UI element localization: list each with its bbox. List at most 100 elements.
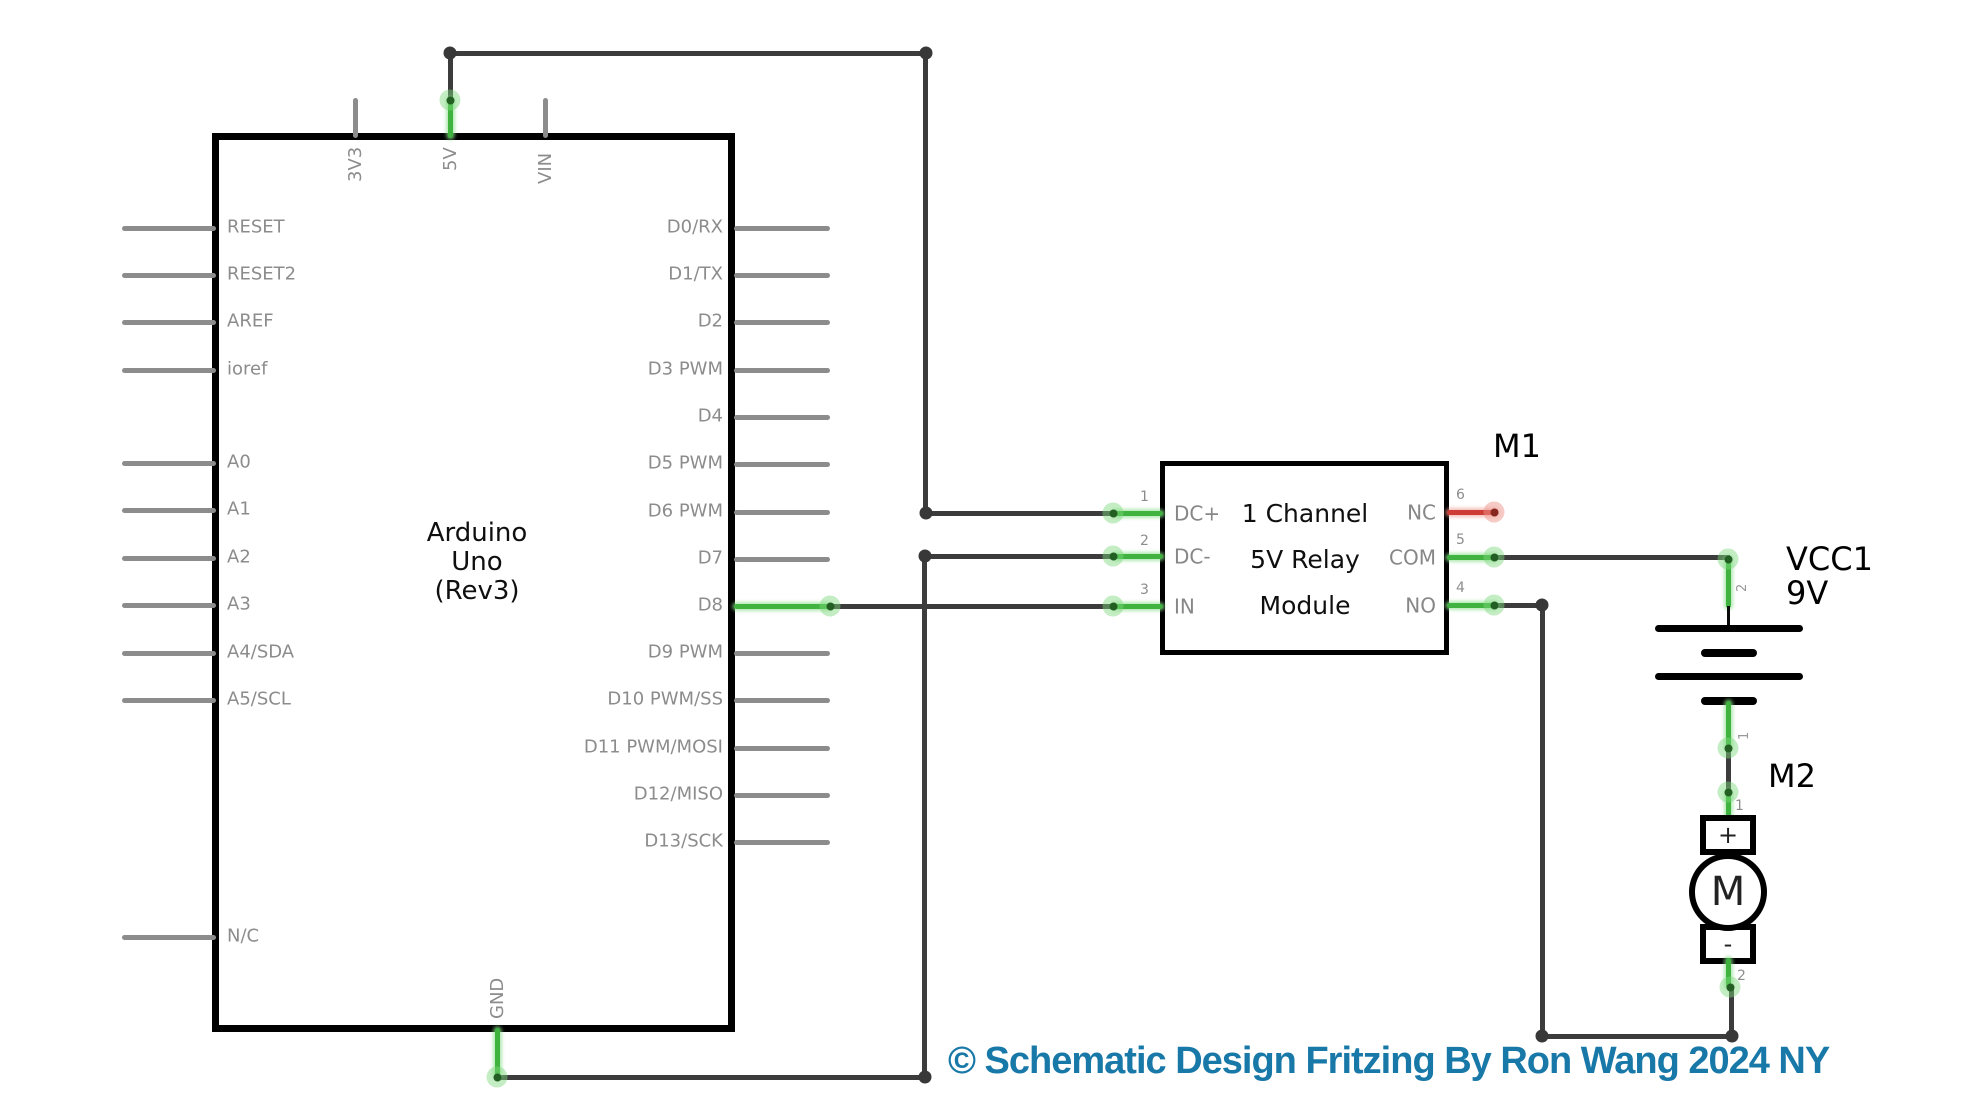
bendpoint[interactable]: [1535, 1029, 1549, 1043]
wire-endpoint[interactable]: [1717, 737, 1739, 759]
arduino-pin-reset[interactable]: [122, 226, 216, 231]
arduino-pin-a3[interactable]: [122, 603, 216, 608]
relay-pin-dcminus[interactable]: [1113, 554, 1163, 559]
motor-letter: M: [1710, 869, 1746, 915]
battery-plate-long-1: [1655, 625, 1803, 632]
wire-no-to-motor-seg3[interactable]: [1540, 1034, 1734, 1039]
relay-designator[interactable]: M1: [1493, 427, 1541, 465]
arduino-pin-reset2[interactable]: [122, 273, 216, 278]
arduino-pin-a0[interactable]: [122, 461, 216, 466]
wire-dcminus-to-gnd-seg1[interactable]: [923, 554, 1115, 559]
arduino-pin-d12[interactable]: [734, 793, 830, 798]
arduino-board-body[interactable]: [212, 133, 735, 1032]
relay-pin-number-6: 6: [1456, 487, 1465, 503]
wire-endpoint[interactable]: [819, 595, 841, 617]
wire-5v-to-dcplus-seg2[interactable]: [448, 51, 926, 56]
wire-endpoint[interactable]: [439, 89, 461, 111]
wire-no-to-motor-seg4[interactable]: [1729, 986, 1734, 1039]
wire-endpoint[interactable]: [1102, 545, 1124, 567]
wire-endpoint[interactable]: [1102, 595, 1124, 617]
arduino-pin-label-reset: RESET: [227, 216, 285, 238]
arduino-pin-5v[interactable]: [448, 98, 453, 138]
wire-endpoint[interactable]: [1483, 546, 1505, 568]
wire-endpoint[interactable]: [1719, 976, 1741, 998]
relay-pin-in[interactable]: [1113, 604, 1163, 609]
arduino-pin-d8[interactable]: [734, 604, 830, 609]
relay-pin-number-2: 2: [1140, 533, 1149, 549]
motor-body[interactable]: M: [1689, 853, 1767, 931]
arduino-pin-label-d0: D0/RX: [666, 216, 723, 238]
relay-title-line3: Module: [1259, 591, 1351, 620]
bendpoint[interactable]: [443, 46, 457, 60]
motor-pin-1[interactable]: [1726, 791, 1731, 821]
arduino-pin-3v3[interactable]: [353, 98, 358, 138]
arduino-pin-label-d3: D3 PWM: [647, 358, 723, 380]
battery-value: 9V: [1786, 574, 1829, 612]
arduino-pin-d13[interactable]: [734, 840, 830, 845]
battery-pin-negative[interactable]: [1726, 701, 1731, 750]
wire-endpoint[interactable]: [1717, 781, 1739, 803]
wire-endpoint[interactable]: [1717, 548, 1739, 570]
wire-5v-to-dcplus-seg1[interactable]: [448, 51, 453, 103]
bendpoint[interactable]: [919, 506, 933, 520]
arduino-pin-d4[interactable]: [734, 415, 830, 420]
wire-5v-to-dcplus-seg4[interactable]: [923, 511, 1115, 516]
wire-battery-to-motor[interactable]: [1726, 748, 1731, 794]
wire-5v-to-dcplus-seg3[interactable]: [923, 51, 928, 516]
arduino-pin-a4[interactable]: [122, 651, 216, 656]
relay-pin-number-5: 5: [1456, 532, 1465, 548]
motor-pin-2[interactable]: [1726, 958, 1731, 988]
wire-com-to-battery[interactable]: [1494, 555, 1730, 560]
arduino-pin-d11[interactable]: [734, 746, 830, 751]
wire-dcminus-to-gnd-seg2[interactable]: [922, 554, 927, 1080]
arduino-pin-d0[interactable]: [734, 226, 830, 231]
arduino-pin-d7[interactable]: [734, 557, 830, 562]
relay-pin-nc[interactable]: [1447, 510, 1497, 515]
arduino-pin-d10[interactable]: [734, 698, 830, 703]
arduino-pin-d1[interactable]: [734, 273, 830, 278]
arduino-pin-label-d1: D1/TX: [668, 263, 723, 285]
arduino-pin-label-vin: VIN: [535, 152, 556, 184]
arduino-pin-aref[interactable]: [122, 320, 216, 325]
arduino-pin-ioref[interactable]: [122, 368, 216, 373]
motor-terminal-plus[interactable]: +: [1700, 815, 1756, 855]
arduino-pin-d9[interactable]: [734, 651, 830, 656]
arduino-pin-d6[interactable]: [734, 510, 830, 515]
wire-no-to-motor-seg2[interactable]: [1540, 603, 1545, 1039]
arduino-pin-d2[interactable]: [734, 320, 830, 325]
relay-pin-dcplus[interactable]: [1113, 511, 1163, 516]
battery-designator[interactable]: VCC1: [1786, 540, 1873, 578]
bendpoint[interactable]: [918, 549, 932, 563]
motor-designator[interactable]: M2: [1768, 757, 1816, 795]
wire-d8-to-in[interactable]: [828, 604, 1115, 609]
wire-endpoint[interactable]: [486, 1066, 508, 1088]
arduino-pin-a2[interactable]: [122, 556, 216, 561]
wire-no-to-motor-seg1[interactable]: [1494, 603, 1542, 608]
arduino-title-line1: Arduino: [426, 518, 528, 548]
battery-pin-positive[interactable]: [1726, 557, 1731, 608]
wire-endpoint-nc[interactable]: [1483, 501, 1505, 523]
arduino-pin-d3[interactable]: [734, 368, 830, 373]
wire-endpoint[interactable]: [1483, 594, 1505, 616]
relay-pin-com[interactable]: [1447, 555, 1497, 560]
bendpoint[interactable]: [1725, 1029, 1739, 1043]
arduino-pin-label-5v: 5V: [440, 147, 461, 171]
relay-pin-no[interactable]: [1447, 603, 1497, 608]
arduino-pin-nc[interactable]: [122, 935, 216, 940]
arduino-pin-label-a1: A1: [227, 498, 251, 520]
bendpoint[interactable]: [918, 1070, 932, 1084]
arduino-pin-gnd[interactable]: [495, 1028, 500, 1077]
arduino-title-line3: (Rev3): [434, 576, 520, 606]
arduino-pin-a5[interactable]: [122, 698, 216, 703]
arduino-pin-vin[interactable]: [543, 98, 548, 138]
wire-dcminus-to-gnd-seg3[interactable]: [495, 1075, 927, 1080]
bendpoint[interactable]: [1535, 598, 1549, 612]
bendpoint[interactable]: [919, 46, 933, 60]
arduino-pin-d5[interactable]: [734, 462, 830, 467]
relay-pin-label-dcminus: DC-: [1174, 544, 1211, 569]
wire-endpoint[interactable]: [1102, 502, 1124, 524]
arduino-pin-a1[interactable]: [122, 508, 216, 513]
motor-pin-number-2: 2: [1737, 968, 1746, 984]
arduino-pin-label-d12: D12/MISO: [633, 783, 723, 805]
